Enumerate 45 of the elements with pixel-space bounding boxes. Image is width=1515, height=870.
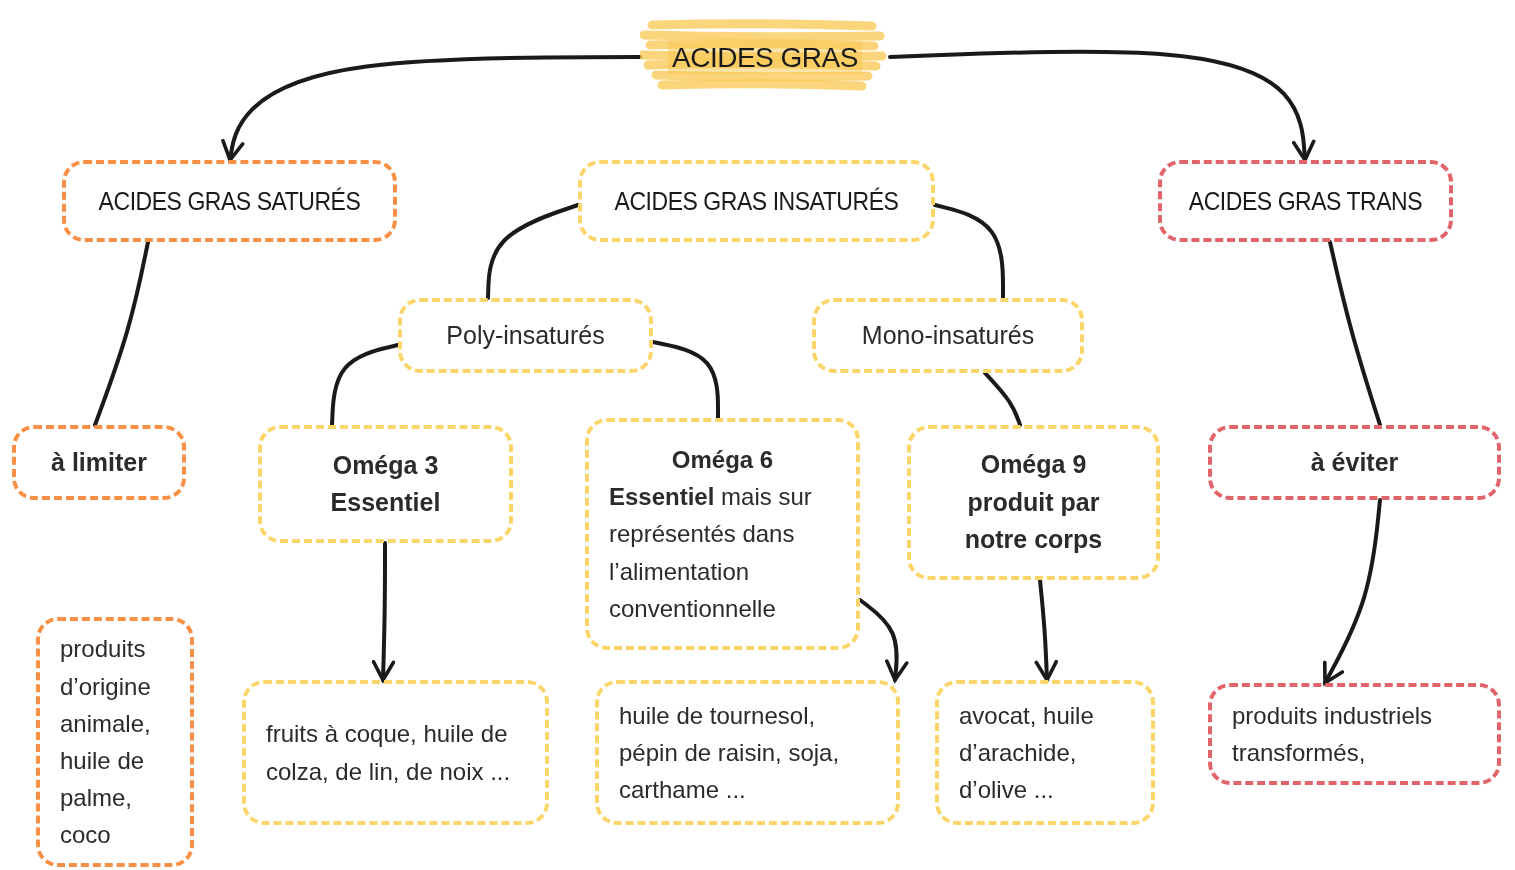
box-text: Oméga 3 Essentiel bbox=[329, 449, 442, 518]
dashed-box bbox=[812, 298, 1084, 373]
dashed-box bbox=[585, 418, 860, 650]
connector-line bbox=[330, 343, 400, 427]
heading: Oméga 6 bbox=[670, 445, 775, 476]
box-text: à éviter bbox=[1309, 446, 1400, 478]
connector-line bbox=[1328, 240, 1382, 427]
box-text: avocat, huile d’arachide, d’olive ... bbox=[958, 700, 1095, 806]
dashed-box bbox=[12, 425, 186, 500]
box-text: Oméga 9 produit par notre corps bbox=[963, 449, 1104, 556]
connector-line bbox=[983, 371, 1022, 427]
dashed-box bbox=[398, 298, 653, 373]
box-text: Poly-insaturés bbox=[445, 321, 606, 350]
connector-line bbox=[93, 240, 150, 427]
connector-line bbox=[651, 340, 720, 420]
box-text: fruits à coque, huile de colza, de lin, de noix ... bbox=[265, 719, 512, 787]
box-text: produits industriels transformés, bbox=[1231, 700, 1434, 768]
dashed-box bbox=[62, 160, 397, 242]
connector-line bbox=[933, 203, 1005, 300]
box-text: à limiter bbox=[50, 446, 148, 478]
box-text: huile de tournesol, pépin de raisin, soja, carthame ... bbox=[618, 700, 841, 806]
heading: ACIDES GRAS INSATURÉS bbox=[613, 186, 900, 216]
dashed-box bbox=[595, 680, 900, 825]
dashed-box bbox=[36, 617, 194, 867]
title-text: ACIDES GRAS bbox=[668, 41, 862, 74]
heading: ACIDES GRAS SATURÉS bbox=[97, 186, 362, 216]
arrow bbox=[1323, 498, 1382, 685]
dashed-box bbox=[1208, 683, 1501, 785]
heading: ACIDES GRAS TRANS bbox=[1187, 186, 1424, 216]
dashed-box bbox=[907, 425, 1160, 580]
arrow bbox=[221, 55, 642, 162]
dashed-box bbox=[1158, 160, 1453, 242]
arrow bbox=[1034, 578, 1059, 682]
box-text: Mono-insaturés bbox=[860, 321, 1036, 350]
dashed-box bbox=[578, 160, 935, 242]
connector-line bbox=[486, 203, 580, 300]
dashed-box bbox=[935, 680, 1155, 825]
box-text: produits d’origine animale, huile de palme, coco bbox=[59, 634, 152, 851]
arrow bbox=[858, 598, 909, 682]
dashed-box bbox=[1208, 425, 1501, 500]
dashed-box bbox=[242, 680, 549, 825]
box-text: Essentiel mais sur représentés dans l’alimentation conventionnelle bbox=[608, 482, 813, 624]
arrow bbox=[888, 49, 1316, 162]
dashed-box bbox=[258, 425, 513, 543]
arrow bbox=[371, 541, 396, 682]
